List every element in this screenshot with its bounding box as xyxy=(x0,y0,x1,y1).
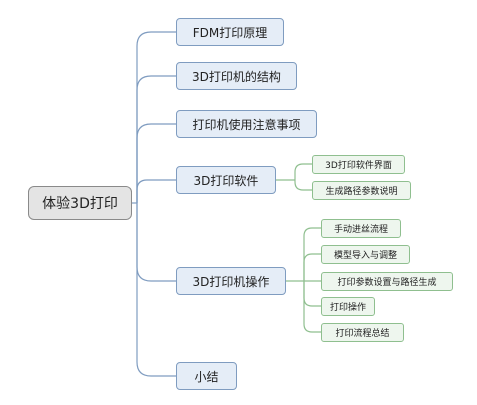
root-topic[interactable]: 体验3D打印 xyxy=(28,186,132,220)
branch-usage-notes[interactable]: 打印机使用注意事项 xyxy=(176,110,317,138)
sub-model-import-adjust[interactable]: 模型导入与调整 xyxy=(321,245,410,264)
branch-summary[interactable]: 小结 xyxy=(176,362,237,390)
sub-manual-filament-feed[interactable]: 手动进丝流程 xyxy=(321,219,401,238)
sub-path-parameters[interactable]: 生成路径参数说明 xyxy=(312,181,411,200)
branch-printing-software[interactable]: 3D打印软件 xyxy=(176,166,276,194)
branch-printer-operation[interactable]: 3D打印机操作 xyxy=(176,267,286,295)
branch-printer-structure[interactable]: 3D打印机的结构 xyxy=(176,62,297,90)
branch-fdm-principle[interactable]: FDM打印原理 xyxy=(176,18,284,46)
sub-software-interface[interactable]: 3D打印软件界面 xyxy=(312,155,405,174)
sub-print-settings-path[interactable]: 打印参数设置与路径生成 xyxy=(321,272,453,291)
sub-print-process-summary[interactable]: 打印流程总结 xyxy=(321,323,404,342)
sub-print-operation[interactable]: 打印操作 xyxy=(321,297,375,316)
